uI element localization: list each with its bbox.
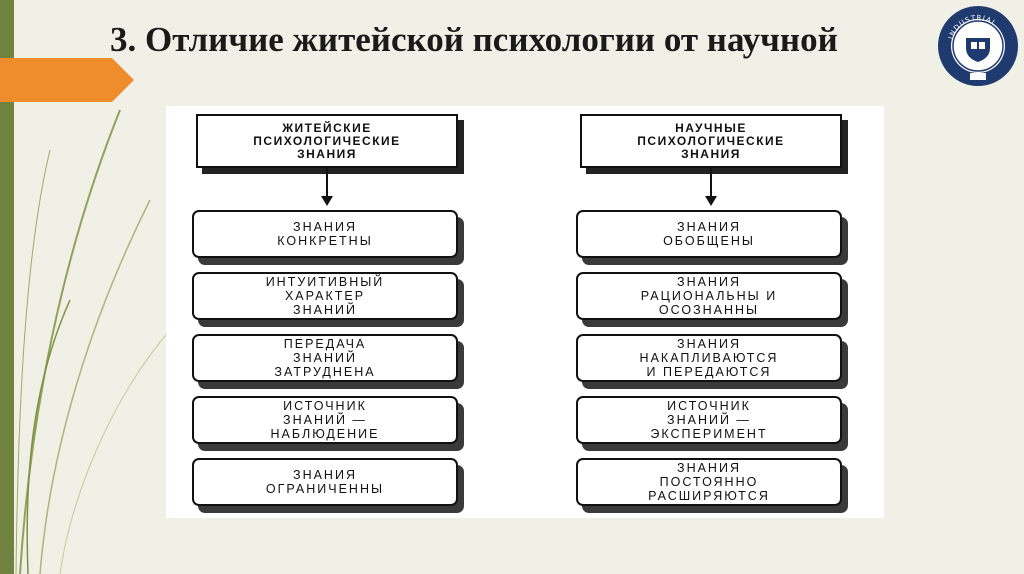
slide-title: 3. Отличие житейской психологии от научн… — [110, 20, 838, 59]
scientific-item-2: ЗНАНИЯ РАЦИОНАЛЬНЫ И ОСОЗНАННЫ — [576, 272, 842, 320]
down-arrow-icon — [705, 196, 717, 206]
connector-line — [326, 166, 328, 202]
title-accent-arrow — [0, 58, 134, 102]
university-seal-logo: INDUSTRIAL — [938, 6, 1018, 86]
everyday-item-5: ЗНАНИЯ ОГРАНИЧЕННЫ — [192, 458, 458, 506]
scientific-item-5: ЗНАНИЯ ПОСТОЯННО РАСШИРЯЮТСЯ — [576, 458, 842, 506]
everyday-item-4: ИСТОЧНИК ЗНАНИЙ — НАБЛЮДЕНИЕ — [192, 396, 458, 444]
left-decorative-band — [0, 0, 14, 574]
scientific-knowledge-header: НАУЧНЫЕ ПСИХОЛОГИЧЕСКИЕ ЗНАНИЯ — [580, 114, 842, 168]
comparison-diagram: ЖИТЕЙСКИЕ ПСИХОЛОГИЧЕСКИЕ ЗНАНИЯ ЗНАНИЯ … — [166, 106, 884, 518]
everyday-item-2: ИНТУИТИВНЫЙ ХАРАКТЕР ЗНАНИЙ — [192, 272, 458, 320]
scientific-item-4: ИСТОЧНИК ЗНАНИЙ — ЭКСПЕРИМЕНТ — [576, 396, 842, 444]
everyday-item-1: ЗНАНИЯ КОНКРЕТНЫ — [192, 210, 458, 258]
down-arrow-icon — [321, 196, 333, 206]
decorative-swirl-lines — [15, 109, 171, 574]
scientific-item-3: ЗНАНИЯ НАКАПЛИВАЮТСЯ И ПЕРЕДАЮТСЯ — [576, 334, 842, 382]
everyday-item-3: ПЕРЕДАЧА ЗНАНИЙ ЗАТРУДНЕНА — [192, 334, 458, 382]
everyday-knowledge-header: ЖИТЕЙСКИЕ ПСИХОЛОГИЧЕСКИЕ ЗНАНИЯ — [196, 114, 458, 168]
scientific-item-1: ЗНАНИЯ ОБОБЩЕНЫ — [576, 210, 842, 258]
connector-line — [710, 166, 712, 202]
